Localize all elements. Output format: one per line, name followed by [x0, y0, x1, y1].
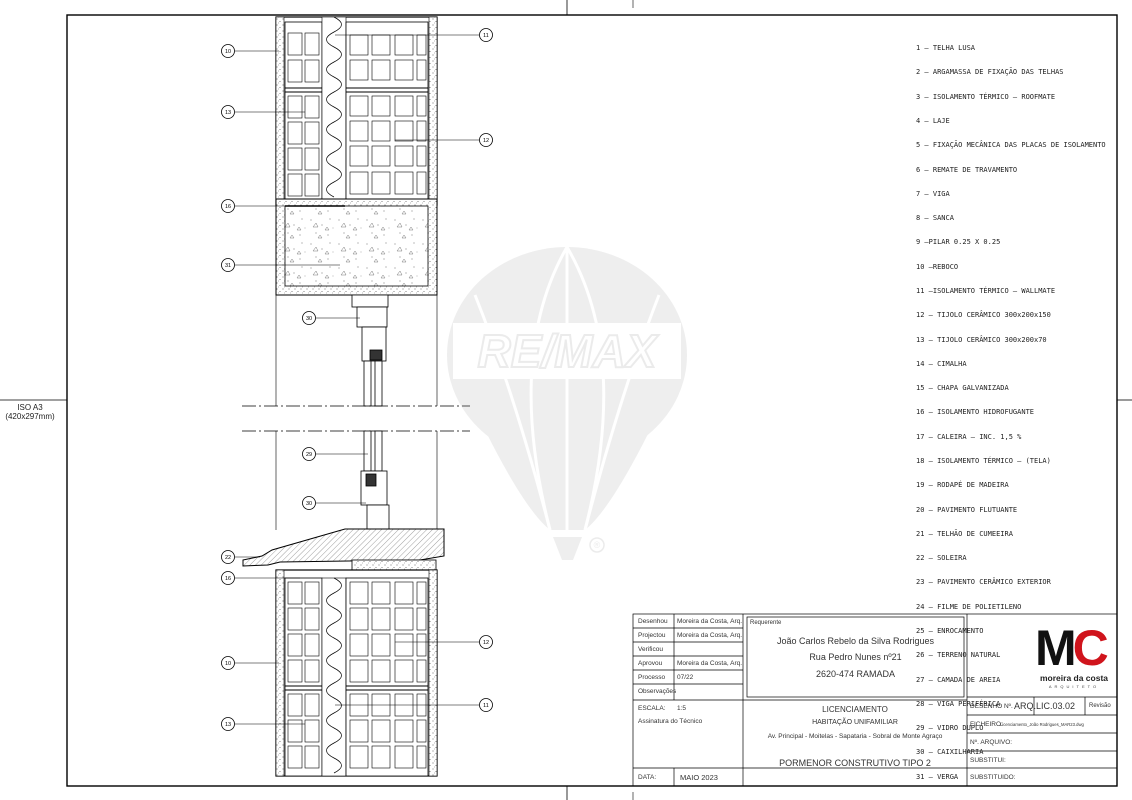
logo-sub: ARQUITETO — [1048, 684, 1100, 689]
legend-item: 18 – ISOLAMENTO TÉRMICO – (TELA) — [916, 456, 1051, 465]
window-frame-top — [351, 294, 389, 407]
value-escala: 1:5 — [677, 705, 687, 712]
legend-item: 1 – TELHA LUSA — [916, 44, 976, 53]
label-desenhou: Desenhou — [638, 618, 668, 625]
legend-item: 25 – ENROCAMENTO — [916, 626, 984, 635]
legend-item: 3 – ISOLAMENTO TÉRMICO – ROOFMATE — [916, 92, 1056, 101]
legend-item: 5 – FIXAÇÃO MECÂNICA DAS PLACAS DE ISOLA… — [916, 141, 1106, 150]
legend-item: 15 – CHAPA GALVANIZADA — [916, 384, 1009, 393]
callout-label: 13 — [225, 722, 231, 728]
legend-item: 13 – TIJOLO CERÂMICO 300x200x70 — [916, 335, 1047, 344]
legend-item: 8 – SANCA — [916, 214, 954, 223]
legend-item: 12 – TIJOLO CERÂMICO 300x200x150 — [916, 311, 1051, 320]
sheet-size-label: ISO A3 (420x297mm) — [0, 403, 60, 421]
callout-circles — [221, 28, 493, 731]
requerente-postal: 2620-474 RAMADA — [815, 669, 896, 679]
callout-group — [235, 34, 479, 725]
legend-item: 31 – VERGA — [916, 772, 959, 781]
legend-item: 4 – LAJE — [916, 117, 950, 126]
callout-label: 16 — [225, 204, 231, 210]
legend-item: 26 – TERRENO NATURAL — [916, 651, 1001, 660]
callout-label: 12 — [483, 640, 489, 646]
lower-wall-section — [275, 569, 438, 777]
legend-item: 6 – REMATE DE TRAVAMENTO — [916, 165, 1018, 174]
legend-item: 17 – CALEIRA – INC. 1,5 % — [916, 432, 1022, 441]
label-ficheiro: FICHEIRO: — [970, 721, 1003, 728]
habitacao-label: HABITAÇÃO UNIFAMILIAR — [812, 719, 898, 726]
value-aprovou: Moreira da Costa, Arq. — [677, 660, 743, 667]
materials-legend: 1 – TELHA LUSA 2 – ARGAMASSA DE FIXAÇÃO … — [916, 28, 1106, 789]
callout-label: 29 — [306, 452, 312, 458]
mc-logo: MC — [1035, 623, 1111, 685]
upper-wall-section — [275, 16, 438, 296]
legend-item: 20 – PAVIMENTO FLUTUANTE — [916, 505, 1018, 514]
label-projectou: Projectou — [638, 632, 666, 639]
label-assinatura: Assinatura do Técnico — [638, 718, 703, 725]
legend-item: 11 –ISOLAMENTO TÉRMICO – WALLMATE — [916, 287, 1056, 295]
logo-name: moreira da costa — [1039, 673, 1109, 683]
callout-label: 13 — [225, 110, 231, 116]
legend-item: 30 – CAIXILHARIA — [916, 748, 984, 757]
callout-label: 16 — [225, 576, 231, 582]
callout-label: 11 — [483, 703, 489, 709]
value-desenho-n: ARQ.LIC.03.02 — [1014, 701, 1076, 711]
legend-item: 10 –REBOCO — [916, 262, 959, 271]
label-desenho-n: DESENHO Nº. — [970, 703, 1013, 710]
label-verificou: Verificou — [638, 646, 663, 653]
callout-label: 10 — [225, 49, 231, 55]
window-frame-bottom — [360, 430, 390, 539]
requerente-street: Rua Pedro Nunes nº21 — [809, 652, 902, 662]
callout-label: 22 — [225, 555, 231, 561]
location-label: Av. Principal - Moitelas - Sapataria - S… — [767, 733, 943, 740]
legend-item: 16 – ISOLAMENTO HIDROFUGANTE — [916, 408, 1035, 417]
requerente-name: João Carlos Rebelo da Silva Rodrigues — [776, 636, 935, 646]
label-observacoes: Observações — [638, 688, 677, 695]
window-sill — [242, 528, 445, 577]
legend-item: 2 – ARGAMASSA DE FIXAÇÃO DAS TELHAS — [916, 68, 1064, 77]
value-desenhou: Moreira da Costa, Arq. — [677, 618, 743, 625]
value-processo: 07/22 — [677, 674, 694, 681]
value-projectou: Moreira da Costa, Arq. — [677, 632, 743, 639]
label-substitui: SUBSTITUI: — [970, 757, 1006, 764]
callout-label: 31 — [225, 263, 231, 269]
callout-label: 12 — [483, 138, 489, 144]
sheet-size: ISO A3 — [17, 403, 43, 412]
legend-item: 7 – VIGA — [916, 189, 950, 198]
label-escala: ESCALA: — [638, 705, 666, 712]
legend-item: 23 – PAVIMENTO CERÂMICO EXTERIOR — [916, 578, 1051, 587]
legend-item: 28 – VIGA PERIFÉRICA — [916, 699, 1001, 708]
legend-item: 14 – CIMALHA — [916, 359, 967, 368]
legend-item: 19 – RODAPÉ DE MADEIRA — [916, 481, 1009, 490]
sheet-dims: (420x297mm) — [5, 412, 55, 421]
callout-label: 30 — [306, 316, 312, 322]
value-ficheiro: Licenciamento_João Rodrigues_MAR23.dwg — [1000, 722, 1084, 727]
label-data: DATA: — [638, 774, 657, 781]
legend-item: 22 – SOLEIRA — [916, 554, 967, 563]
legend-item: 21 – TELHÃO DE CUMEEIRA — [916, 529, 1013, 538]
label-revisao: Revisão — [1089, 703, 1111, 709]
label-n-arquivo: Nº. ARQUIVO: — [970, 739, 1013, 746]
callout-label: 30 — [306, 501, 312, 507]
value-data: MAIO 2023 — [680, 773, 718, 782]
label-processo: Processo — [638, 674, 666, 681]
title-block-grid — [632, 613, 1118, 787]
licenciamento-label: LICENCIAMENTO — [822, 705, 888, 714]
legend-item: 29 – VIDRO DUPLO — [916, 724, 984, 733]
drawing-title: PORMENOR CONSTRUTIVO TIPO 2 — [779, 758, 931, 768]
mc-logo-letters: MC — [1035, 620, 1109, 676]
callout-label: 10 — [225, 661, 231, 667]
legend-item: 27 – CAMADA DE AREIA — [916, 675, 1001, 684]
label-aprovou: Aprovou — [638, 660, 663, 667]
legend-item: 9 –PILAR 0.25 X 0.25 — [916, 238, 1001, 247]
callout-label: 11 — [483, 33, 489, 39]
label-requerente: Requerente — [750, 620, 782, 626]
label-substituido: SUBSTITUIDO: — [970, 774, 1016, 781]
legend-item: 24 – FILME DE POLIETILENO — [916, 602, 1022, 611]
